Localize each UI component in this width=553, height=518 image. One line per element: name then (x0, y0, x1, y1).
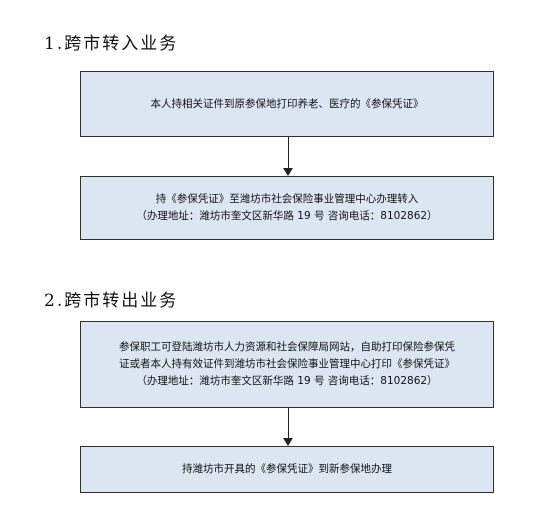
flow-box-text: 持《参保凭证》至潍坊市社会保险事业管理中心办理转入 (155, 193, 419, 205)
arrow-shaft (287, 408, 289, 439)
arrow-shaft (287, 137, 289, 169)
flow-box-text: 本人持相关证件到原参保地打印养老、医疗的《参保凭证》 (150, 97, 424, 110)
flow-box-new-location: 持潍坊市开具的《参保凭证》到新参保地办理 (80, 446, 494, 493)
flow-box-transfer-in: 持《参保凭证》至潍坊市社会保险事业管理中心办理转入 （办理地址：潍坊市奎文区新华… (80, 176, 494, 240)
flow-arrow-down-icon (283, 408, 293, 446)
section-title-transfer-out: 2.跨市转出业务 (44, 291, 179, 311)
arrow-head (283, 168, 293, 176)
flow-box-address: （办理地址：潍坊市奎文区新华路 19 号 咨询电话：8102862） (136, 375, 438, 387)
flow-box-text: 参保职工可登陆潍坊市人力资源和社会保障局网站，自助打印保险参保凭 (119, 341, 455, 353)
flow-arrow-down-icon (283, 137, 293, 176)
flow-box-text: 证或者本人持有效证件到潍坊市社会保险事业管理中心打印《参保凭证》 (119, 358, 455, 370)
flow-box-address: （办理地址：潍坊市奎文区新华路 19 号 咨询电话：8102862） (136, 210, 438, 222)
flow-box-text: 持潍坊市开具的《参保凭证》到新参保地办理 (182, 463, 392, 475)
arrow-head (283, 438, 293, 446)
flow-box-print-certificate: 本人持相关证件到原参保地打印养老、医疗的《参保凭证》 (80, 71, 494, 137)
flow-box-print-certificate-options: 参保职工可登陆潍坊市人力资源和社会保障局网站，自助打印保险参保凭 证或者本人持有… (80, 321, 494, 408)
section-title-transfer-in: 1.跨市转入业务 (44, 34, 179, 54)
